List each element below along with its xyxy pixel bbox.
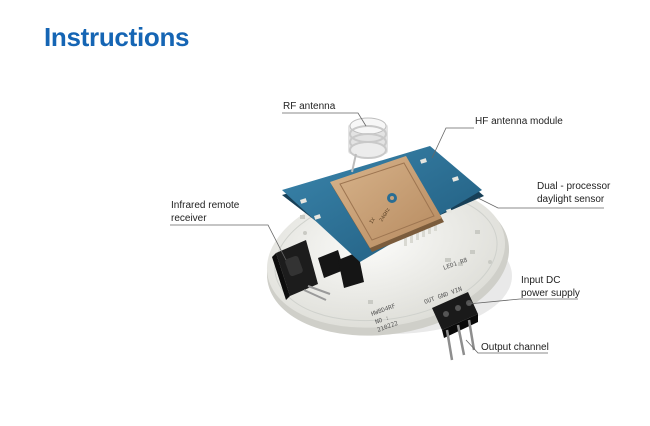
label-input-dc: Input DC power supply [521,275,580,299]
label-dual-processor: Dual - processor daylight sensor [537,181,611,205]
rf-antenna-coil [348,117,388,173]
board-pads [300,215,492,304]
page-title: Instructions [44,22,190,52]
label-rf-antenna: RF antenna [283,101,336,112]
label-infrared-receiver: Infrared remote receiver [171,200,240,224]
label-hf-antenna-module: HF antenna module [475,116,563,127]
leader-infrared [170,224,287,261]
leader-input-dc [467,298,578,305]
pin-headers [318,250,364,288]
label-output-channel: Output channel [481,342,549,353]
output-pins [445,319,476,361]
svg-text:IX: IX [369,217,377,225]
leader-dual-processor [477,197,604,209]
leader-lines [170,112,604,354]
leader-hf-module [431,127,474,159]
infrared-receiver [272,240,331,301]
shield-can: 24GHz IX [330,156,444,252]
silk-no-text: NO : [374,314,390,326]
leader-rf-antenna [282,112,367,127]
leader-output-channel [465,339,548,354]
